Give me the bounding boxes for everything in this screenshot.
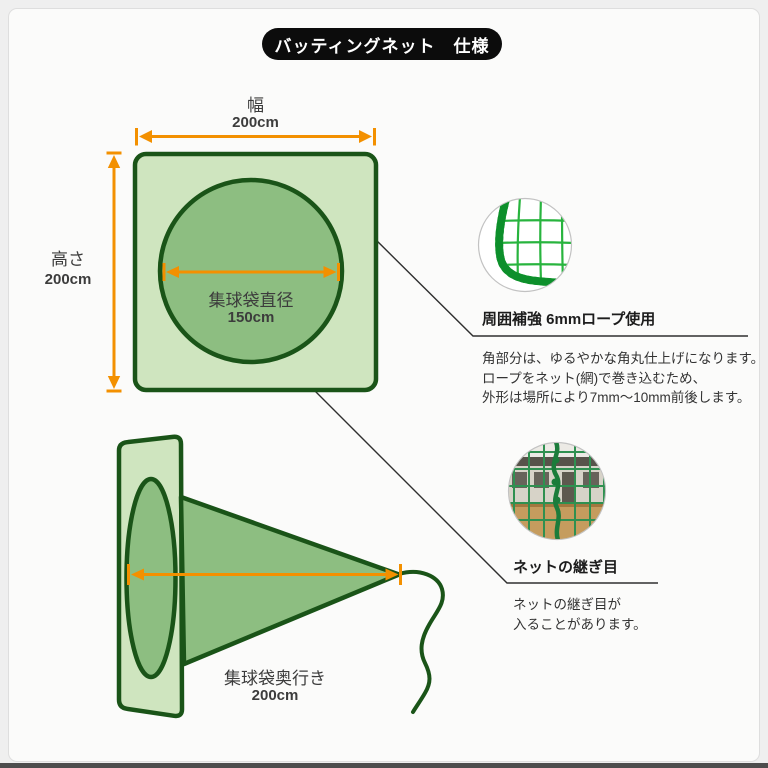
callout-rope-caption: 周囲補強 6mmロープ使用 [482,311,656,328]
callout-seam-description: ネットの継ぎ目が 入ることがあります。 [513,597,647,632]
title-badge: バッティングネット 仕様 [262,28,502,60]
diameter-value: 150cm [227,309,275,326]
depth-label: 集球袋奥行き [224,669,326,688]
callout-line-seam [299,375,658,584]
depth-dimension-arrow [127,564,402,585]
height-value: 200cm [44,271,92,288]
depth-value: 200cm [251,687,299,704]
callout-seam-caption: ネットの継ぎ目 [513,559,619,576]
net-seam-photo [507,441,607,541]
height-label: 高さ [51,250,85,269]
height-dimension-arrow [106,151,122,393]
width-dimension-arrow [135,128,376,146]
page-title: バッティングネット 仕様 [274,36,490,56]
diameter-dimension-arrow [162,263,340,281]
side-view-opening-ellipse [124,476,178,680]
bag-tip-rope [397,569,445,714]
side-view-cone [178,494,402,667]
bottom-divider [0,763,768,768]
width-label: 幅 [247,96,264,115]
net-corner-closeup-photo [477,197,573,293]
diameter-label: 集球袋直径 [208,291,294,310]
callout-rope-description: 角部分は、ゆるやかな角丸仕上げになります。 ロープをネット(網)で巻き込むため、… [482,351,765,405]
width-value: 200cm [232,114,279,131]
callout-line-rope [372,236,748,337]
